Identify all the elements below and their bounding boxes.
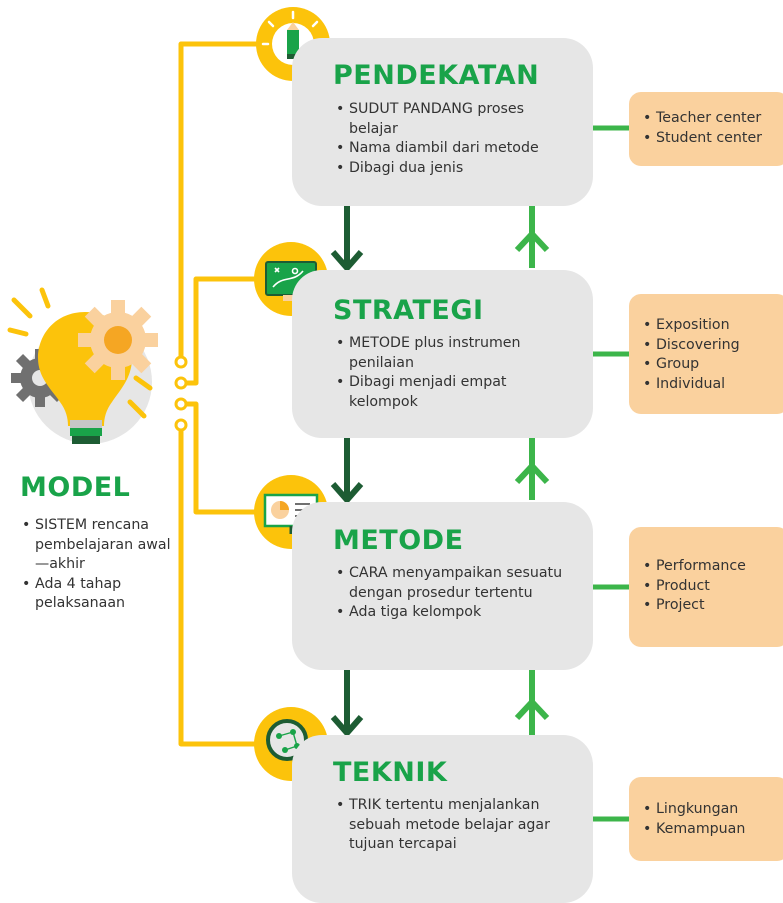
side-item: Project	[643, 596, 783, 616]
side-item: Product	[643, 577, 783, 597]
side-item: Individual	[643, 375, 783, 395]
lightbulb-gears-icon	[7, 287, 158, 444]
stage-bullet: Dibagi menjadi empat kelompok	[336, 373, 566, 412]
side-connectors	[593, 125, 630, 822]
connector-metode	[178, 401, 265, 515]
yellow-connectors	[178, 41, 271, 747]
connector-pendekatan	[178, 41, 271, 365]
model-bullet: Ada 4 tahap pelaksanaan	[22, 575, 172, 614]
model-bullets: SISTEM rencana pembelajaran awal—akhir A…	[22, 516, 172, 614]
side-box-teknik: Lingkungan Kemampuan	[629, 777, 783, 861]
up-arrow-2	[514, 436, 550, 500]
side-list: Lingkungan Kemampuan	[643, 800, 783, 839]
stage-bullets-metode: CARA menyampaikan sesuatu dengan prosedu…	[336, 564, 576, 623]
side-box-strategi: Exposition Discovering Group Individual	[629, 294, 783, 414]
side-item: Kemampuan	[643, 820, 783, 840]
side-item: Group	[643, 355, 783, 375]
connector-dots	[174, 355, 188, 432]
side-box-pendekatan: Teacher center Student center	[629, 92, 783, 166]
stage-title-teknik: TEKNIK	[333, 757, 448, 788]
down-arrow-3	[330, 668, 364, 738]
side-list: Performance Product Project	[643, 557, 783, 616]
side-item: Performance	[643, 557, 783, 577]
stage-title-strategi: STRATEGI	[333, 295, 484, 326]
side-item: Teacher center	[643, 109, 783, 129]
connector-teknik	[178, 422, 265, 747]
stage-bullet: METODE plus instrumen penilaian	[336, 334, 566, 373]
side-item: Exposition	[643, 316, 783, 336]
stage-bullets-pendekatan: SUDUT PANDANG proses belajar Nama diambi…	[336, 100, 576, 178]
side-item: Student center	[643, 129, 783, 149]
stage-bullets-strategi: METODE plus instrumen penilaian Dibagi m…	[336, 334, 566, 412]
stage-bullet: Dibagi dua jenis	[336, 159, 576, 179]
stage-bullet: CARA menyampaikan sesuatu dengan prosedu…	[336, 564, 576, 603]
stage-title-pendekatan: PENDEKATAN	[333, 60, 540, 91]
stage-bullet: TRIK tertentu menjalankan sebuah metode …	[336, 796, 576, 855]
side-list: Teacher center Student center	[643, 109, 783, 148]
stage-bullet: Nama diambil dari metode	[336, 139, 576, 159]
model-title: MODEL	[20, 472, 131, 503]
down-arrows	[330, 203, 364, 738]
connector-strategi	[178, 276, 265, 386]
side-item: Discovering	[643, 336, 783, 356]
stage-bullet: Ada tiga kelompok	[336, 603, 576, 623]
side-list: Exposition Discovering Group Individual	[643, 316, 783, 394]
side-item: Lingkungan	[643, 800, 783, 820]
model-bullet: SISTEM rencana pembelajaran awal—akhir	[22, 516, 172, 575]
stage-title-metode: METODE	[333, 525, 464, 556]
side-box-metode: Performance Product Project	[629, 527, 783, 647]
down-arrow-1	[330, 203, 364, 273]
up-arrow-3	[514, 668, 550, 735]
up-arrow-1	[514, 206, 550, 268]
down-arrow-2	[330, 432, 364, 505]
stage-bullets-teknik: TRIK tertentu menjalankan sebuah metode …	[336, 796, 576, 855]
stage-bullet: SUDUT PANDANG proses belajar	[336, 100, 576, 139]
up-arrows	[514, 206, 550, 735]
